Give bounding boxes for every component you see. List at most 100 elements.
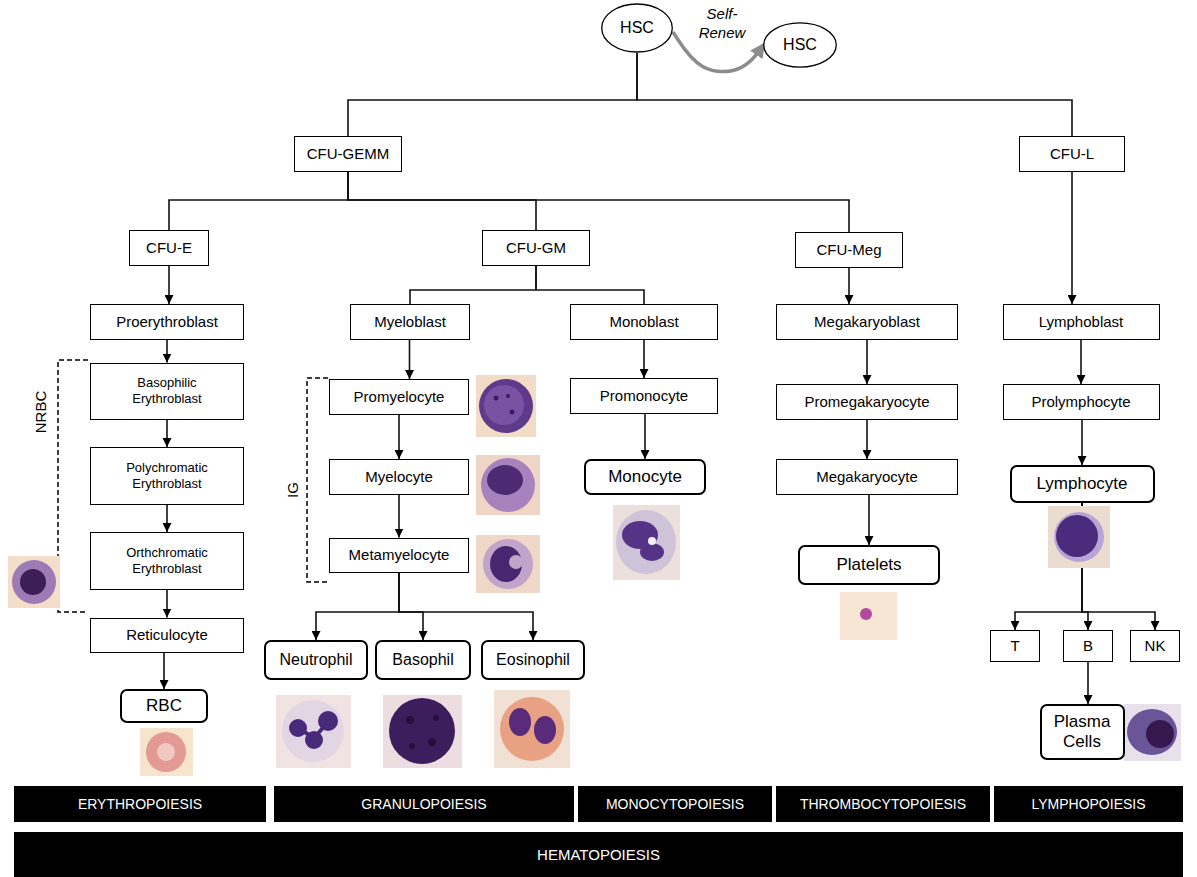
image-ground xyxy=(276,695,351,768)
bracket-label: IG xyxy=(284,482,301,498)
vacuole xyxy=(648,537,656,545)
stage-box: Promonocyte xyxy=(570,378,718,414)
cytoplasm xyxy=(483,539,533,589)
node-text: Platelets xyxy=(836,555,901,575)
node-text: HSC xyxy=(620,18,654,37)
metamyelocyte-image xyxy=(476,535,540,593)
lineage-connector xyxy=(399,573,423,641)
node-text: Metamyelocyte xyxy=(349,546,450,564)
nrbc-bracket xyxy=(58,360,88,612)
monocyte-image xyxy=(613,505,680,580)
mature-cell-box: Monocyte xyxy=(584,459,706,495)
ig-bracket xyxy=(307,378,328,582)
nucleus-lobe xyxy=(509,708,531,736)
image-ground xyxy=(476,375,536,437)
nucleus xyxy=(490,546,522,582)
subtype-box: T xyxy=(990,630,1040,662)
nrbc-image xyxy=(8,556,60,608)
lineage-connector xyxy=(398,415,400,459)
cytoplasm xyxy=(479,379,533,433)
basophil-image xyxy=(383,695,462,768)
band-text: HEMATOPOIESIS xyxy=(537,846,660,864)
lineage-connector xyxy=(848,268,850,304)
cell-body xyxy=(389,698,455,764)
stage-box: Monoblast xyxy=(570,304,718,340)
bracket xyxy=(58,360,328,612)
stage-box: Reticulocyte xyxy=(90,618,244,653)
subtype-box: NK xyxy=(1130,630,1180,662)
node-text: NK xyxy=(1145,637,1166,655)
band-text: THROMBOCYTOPOIESIS xyxy=(800,796,966,813)
nucleus xyxy=(1146,720,1174,748)
lineage-connector xyxy=(866,420,868,459)
node-text: Myelocyte xyxy=(365,468,433,486)
node-text: Lymphoblast xyxy=(1039,313,1124,331)
node-text: Orthchromatic Erythroblast xyxy=(112,545,222,576)
granule xyxy=(506,394,510,398)
lineage-connector xyxy=(868,495,870,545)
lineage-connector xyxy=(348,53,637,136)
platelet xyxy=(860,608,872,620)
lineage-connector xyxy=(398,495,400,538)
ellipse-shape xyxy=(764,23,837,67)
image-ground xyxy=(840,592,897,640)
node-text: B xyxy=(1083,637,1093,655)
cytoplasm xyxy=(1054,512,1104,562)
node-text: Promonocyte xyxy=(600,387,688,405)
granule xyxy=(409,743,415,749)
stage-box: Promegakaryocyte xyxy=(776,384,958,420)
nucleus xyxy=(622,521,658,549)
band-text: ERYTHROPOIESIS xyxy=(78,796,202,813)
cytoplasm xyxy=(12,560,56,604)
progenitor-box: CFU-GEMM xyxy=(294,136,402,172)
cytoplasm xyxy=(1127,709,1177,755)
process-band: GRANULOPOIESIS xyxy=(274,786,574,822)
lineage-connector xyxy=(1087,662,1089,704)
node-text: CFU-E xyxy=(146,239,192,257)
rbc-image xyxy=(140,728,193,776)
stage-box: Promyelocyte xyxy=(329,379,469,415)
granule xyxy=(428,738,436,746)
lineage-connector xyxy=(1081,420,1083,465)
mature-cell-box: Lymphocyte xyxy=(1010,465,1155,503)
central-pallor xyxy=(157,743,175,761)
image-ground xyxy=(383,695,462,768)
image-ground xyxy=(613,505,680,580)
granule xyxy=(433,715,439,721)
stage-box: Proerythroblast xyxy=(90,304,244,340)
image-ground xyxy=(8,556,60,608)
node-text: CFU-GM xyxy=(506,239,566,257)
band-text: LYMPHOPOIESIS xyxy=(1031,796,1145,813)
node-text: CFU-L xyxy=(1050,145,1094,163)
process-band: ERYTHROPOIESIS xyxy=(14,786,266,822)
lymphocyte-image xyxy=(1048,506,1110,568)
image-ground xyxy=(476,535,540,593)
lineage-connector xyxy=(644,414,646,459)
node-text: T xyxy=(1010,637,1019,655)
node-text: Megakaryoblast xyxy=(814,313,920,331)
nucleus-lobe xyxy=(318,711,338,731)
lineage-connector xyxy=(1071,172,1073,304)
progenitor-box: CFU-L xyxy=(1019,136,1125,172)
mature-cell-box: Neutrophil xyxy=(264,640,368,680)
image-ground xyxy=(140,728,193,776)
process-band: THROMBOCYTOPOIESIS xyxy=(776,786,990,822)
band-text: GRANULOPOIESIS xyxy=(361,796,486,813)
cytoplasm xyxy=(616,510,676,574)
node-text: CFU-GEMM xyxy=(307,145,390,163)
nucleus-lobe xyxy=(534,716,556,744)
nucleus-lobe xyxy=(289,719,307,737)
lineage-connector xyxy=(168,266,170,304)
node-text: Myeloblast xyxy=(374,313,446,331)
band-text: MONOCYTOPOIESIS xyxy=(606,796,744,813)
lineage-connector xyxy=(637,53,1072,136)
stage-box: Basophilic Erythroblast xyxy=(90,363,244,420)
nucleus xyxy=(484,385,524,425)
lineage-connector xyxy=(163,653,165,690)
node-text: Lymphocyte xyxy=(1036,474,1127,494)
stage-box: Polychromatic Erythroblast xyxy=(90,447,244,505)
cytoplasm xyxy=(500,697,564,761)
node-text: Basophilic Erythroblast xyxy=(112,375,222,406)
node-text: Megakaryocyte xyxy=(816,468,918,486)
